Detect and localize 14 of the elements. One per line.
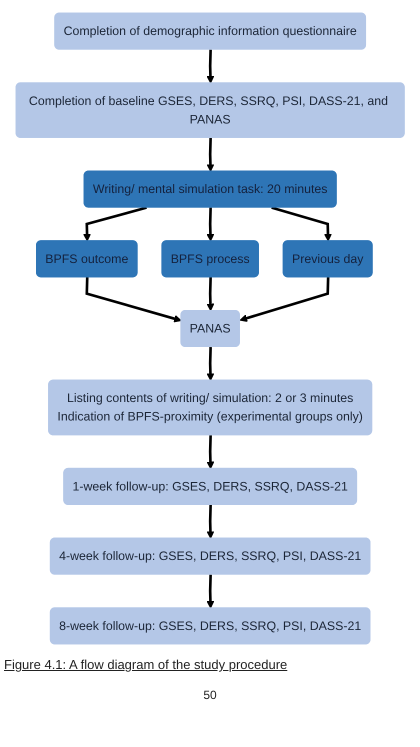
arrow [85, 277, 182, 322]
arrow [83, 206, 147, 242]
arrow [206, 435, 214, 470]
arrow [271, 206, 332, 242]
arrow [239, 277, 330, 322]
arrow [206, 50, 214, 84]
arrow [206, 208, 214, 242]
arrow [206, 347, 214, 381]
figure-caption: Figure 4.1: A flow diagram of the study procedure [4, 657, 288, 672]
arrow [206, 574, 214, 609]
arrow [206, 277, 214, 312]
arrow [206, 138, 214, 172]
page-number: 50 [203, 688, 217, 702]
arrow [206, 504, 214, 539]
